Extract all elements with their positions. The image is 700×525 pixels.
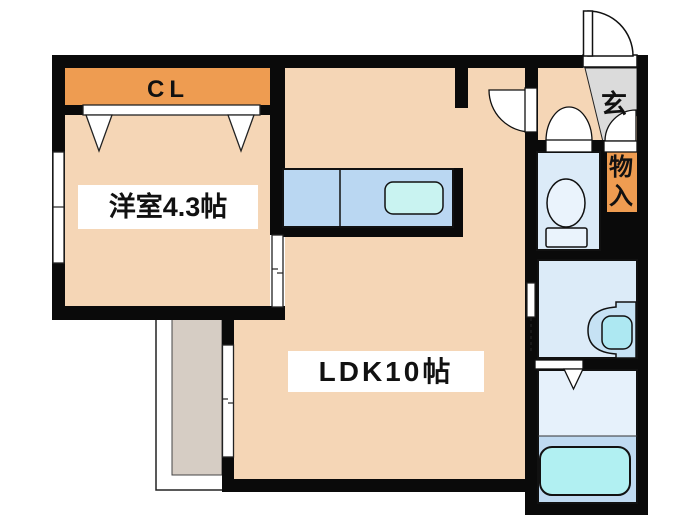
washroom-sliding-door — [526, 282, 536, 318]
entrance-label: 玄 — [600, 89, 627, 119]
balcony-window — [221, 344, 235, 458]
wall — [453, 168, 463, 237]
wall — [222, 457, 234, 490]
toilet-fixture — [546, 178, 586, 228]
wall — [273, 227, 463, 237]
entrance-threshold — [582, 54, 638, 68]
closet-label: CL — [147, 76, 189, 103]
wall — [65, 105, 83, 115]
bathtub — [539, 446, 631, 496]
wall — [52, 55, 583, 68]
ldk-label: LDK10帖 — [288, 351, 484, 392]
wall — [260, 105, 270, 115]
ldk-door — [524, 87, 538, 133]
wall — [537, 140, 547, 152]
wall — [637, 55, 648, 515]
wall — [52, 306, 285, 320]
wall — [222, 479, 538, 492]
storage-door-swing — [604, 109, 637, 142]
wall — [455, 68, 468, 108]
closet-door-marker — [227, 114, 255, 153]
closet-door-marker — [85, 114, 113, 153]
wall — [270, 55, 285, 235]
wall — [222, 306, 234, 345]
wall — [525, 503, 648, 515]
storage-door — [603, 140, 638, 153]
wall — [592, 140, 605, 152]
storage-area — [607, 152, 637, 212]
western-room-sliding-door — [271, 234, 284, 308]
toilet-door — [545, 139, 593, 153]
storage-label: 物入 — [609, 154, 633, 210]
closet-shelf — [82, 104, 261, 116]
toilet-tank — [545, 227, 588, 248]
western-room-label: 洋室4.3帖 — [78, 185, 258, 229]
wall — [270, 307, 285, 320]
wall — [600, 152, 607, 258]
balcony-floor — [171, 316, 223, 476]
wall — [537, 250, 637, 260]
bathroom-door-marker — [562, 368, 585, 391]
kitchen-sink — [384, 181, 444, 215]
washbasin-bowl — [601, 315, 633, 350]
toilet-door-swing — [545, 106, 593, 142]
closet-area — [65, 67, 270, 105]
entrance-door — [582, 10, 594, 57]
bathroom-door — [534, 359, 584, 370]
